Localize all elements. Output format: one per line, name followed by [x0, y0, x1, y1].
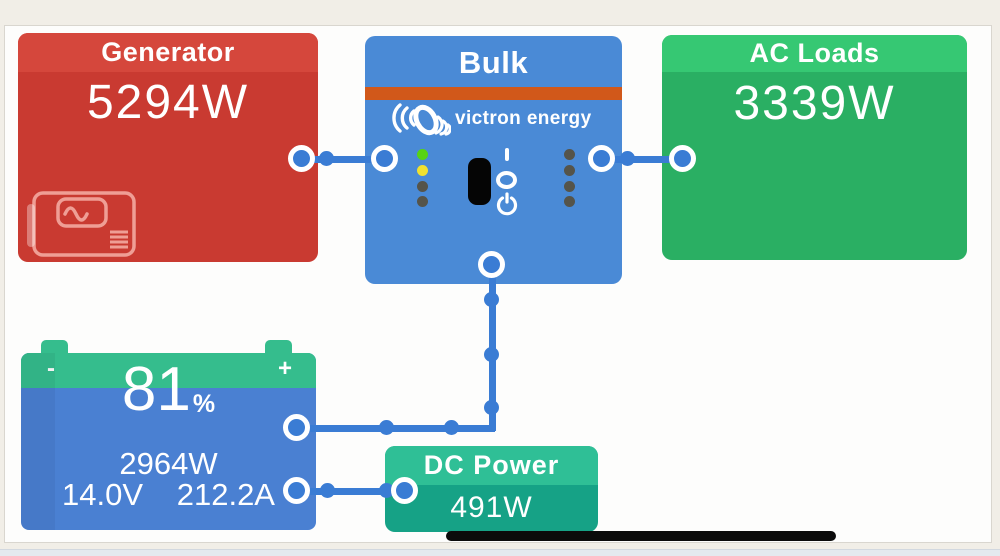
wire-junction-dot	[444, 420, 459, 435]
inverter-orange-stripe	[365, 87, 622, 100]
ac-loads-power-value: 3339W	[733, 77, 896, 130]
connector-generator-out	[288, 145, 315, 172]
generator-tile[interactable]: Generator 5294W	[18, 33, 318, 262]
dc-power-tile[interactable]: DC Power 491W	[385, 446, 598, 532]
inverter-state-title: Bulk	[458, 45, 529, 80]
power-standby-icon	[496, 192, 518, 216]
wire-junction-dot	[320, 483, 335, 498]
inverter-switch	[468, 158, 491, 205]
battery-plus-sign: +	[277, 355, 292, 382]
power-on-symbol	[505, 148, 509, 161]
battery-soc-value: 81	[121, 355, 191, 424]
led-off	[417, 196, 428, 207]
battery-tile[interactable]: - + 81 % 2964W 14.0V 212.2A	[21, 353, 316, 530]
connector-inverter-ac-in	[371, 145, 398, 172]
victron-logo-icon	[392, 103, 451, 136]
battery-terminal-negative	[41, 340, 68, 354]
connector-battery-bottom	[283, 477, 310, 504]
led-off	[564, 149, 575, 160]
battery-soc: 81 %	[21, 359, 316, 421]
wire-junction-dot	[620, 151, 635, 166]
battery-top-band: - +	[21, 353, 316, 388]
led-off	[564, 165, 575, 176]
generator-power-value: 5294W	[86, 76, 250, 129]
wire-junction-dot	[319, 151, 334, 166]
battery-soc-unit: %	[192, 390, 216, 418]
generator-icon	[27, 191, 136, 257]
wire-battery-to-dcpower	[297, 488, 405, 495]
led-off	[564, 196, 575, 207]
wire-battery-to-inverter	[297, 425, 495, 432]
connector-acloads-in	[669, 145, 696, 172]
led-off	[564, 181, 575, 192]
generator-title: Generator	[18, 33, 318, 72]
battery-voltage-value: 14.0V	[62, 477, 144, 512]
victron-brand-text: victron energy	[455, 108, 592, 129]
led-green	[417, 149, 428, 160]
battery-current-value: 212.2A	[176, 477, 275, 512]
bottom-edge-band	[0, 549, 1000, 556]
wire-generator-to-inverter	[302, 156, 385, 163]
power-off-symbol	[496, 171, 517, 189]
battery-minus-sign: -	[47, 355, 55, 382]
battery-terminal-positive	[265, 340, 292, 354]
connector-dcpower-in	[391, 477, 418, 504]
wire-junction-dot	[379, 420, 394, 435]
battery-voltage-current-row: 14.0V 212.2A	[62, 477, 275, 513]
ac-loads-tile[interactable]: AC Loads 3339W	[662, 35, 967, 260]
battery-side-shade	[21, 353, 55, 530]
wire-junction-dot	[379, 483, 394, 498]
inverter-tile[interactable]: Bulk victron energy	[365, 36, 622, 284]
dc-power-title: DC Power	[385, 446, 598, 485]
wire-junction-dot	[484, 400, 499, 415]
ac-loads-title: AC Loads	[662, 35, 967, 72]
connector-inverter-dc	[478, 251, 505, 278]
led-off	[417, 181, 428, 192]
wire-junction-dot	[484, 292, 499, 307]
connector-inverter-ac-out	[588, 145, 615, 172]
horizontal-scrollbar-thumb[interactable]	[446, 531, 836, 541]
connector-battery-top	[283, 414, 310, 441]
wire-junction-dot	[484, 347, 499, 362]
battery-power-value: 2964W	[119, 446, 218, 481]
wire-inverter-to-acloads	[602, 156, 683, 163]
dc-power-value: 491W	[450, 491, 533, 524]
led-yellow	[417, 165, 428, 176]
